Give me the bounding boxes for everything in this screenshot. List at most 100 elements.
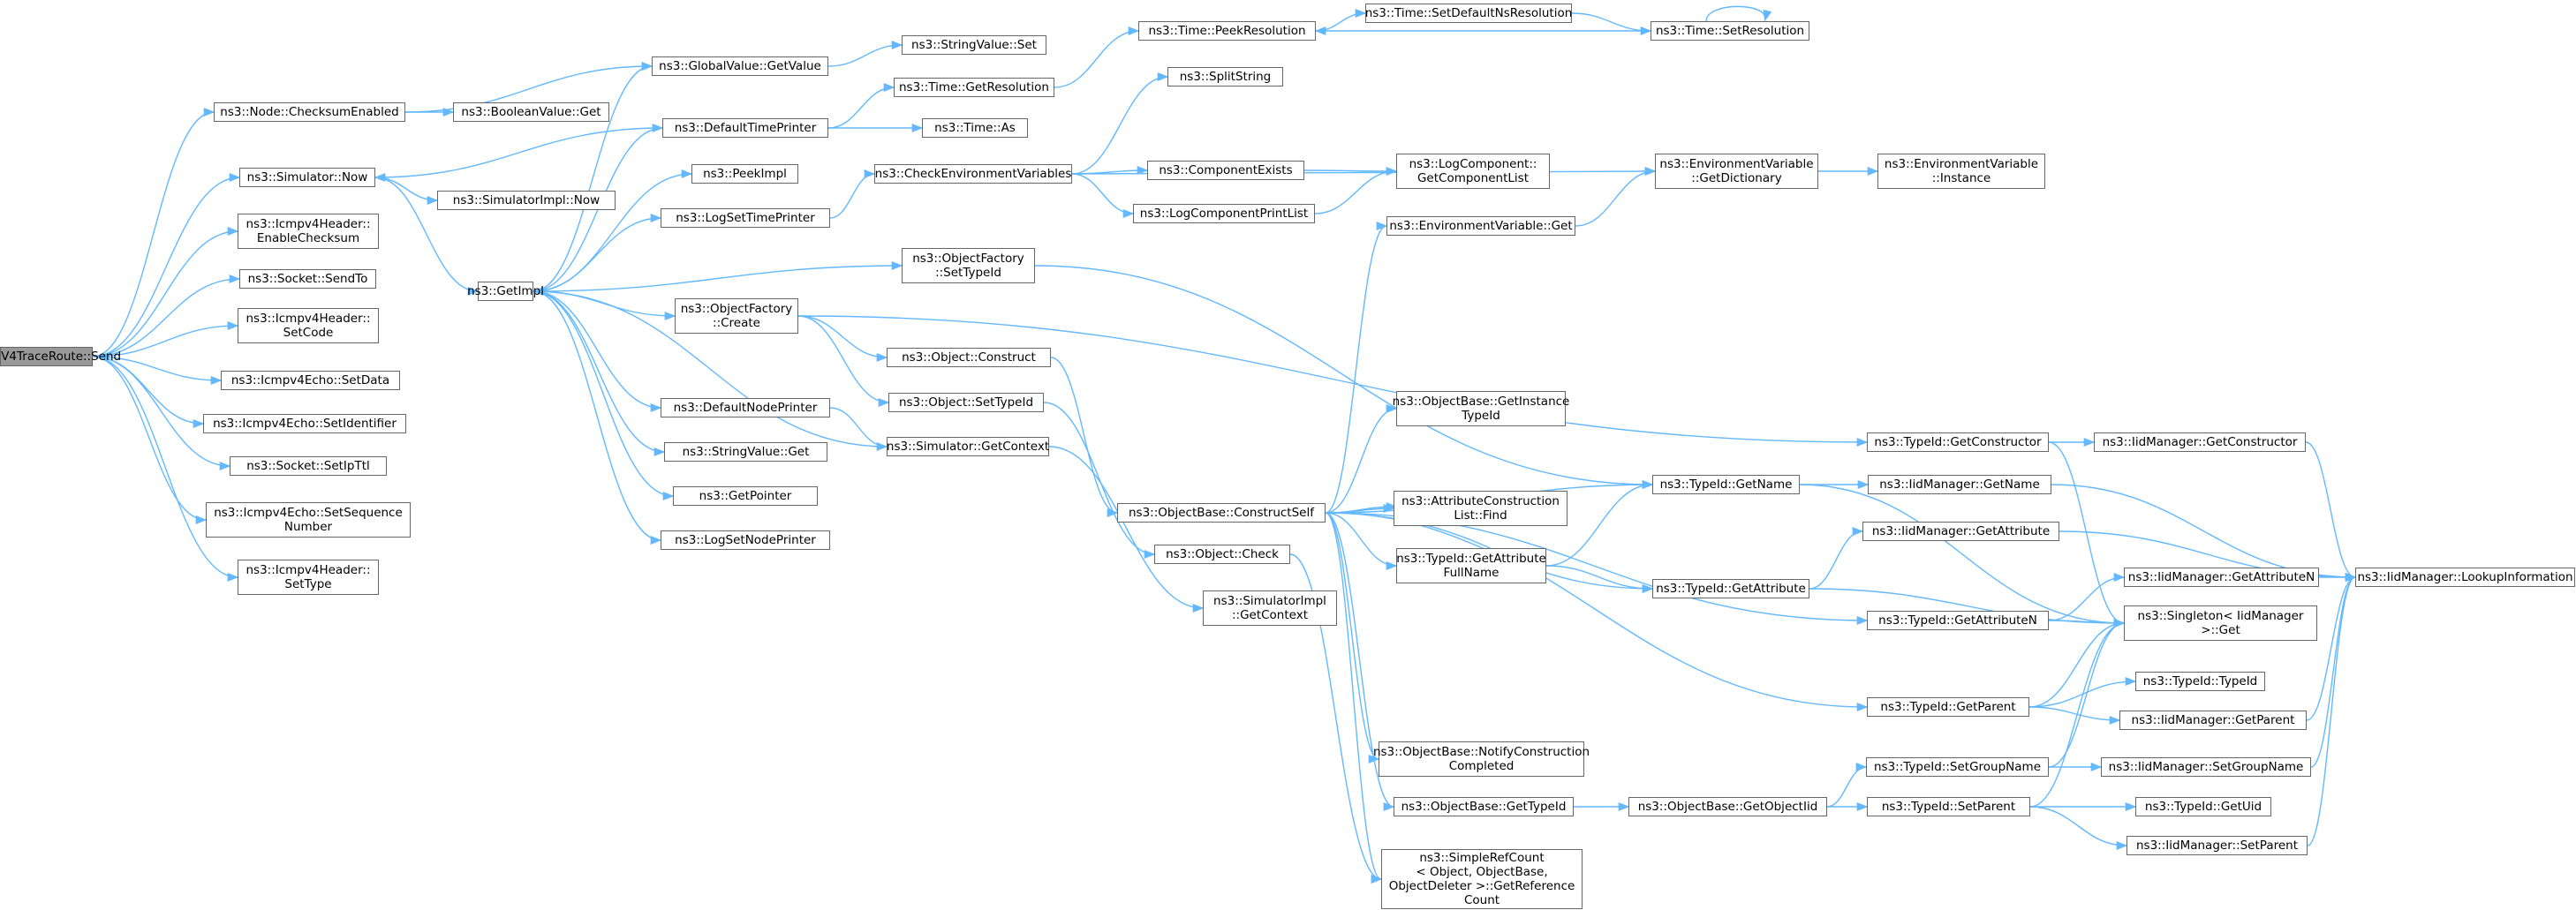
node-tidtid[interactable]: ns3::TypeId::TypeId [2135, 672, 2265, 691]
node-setident[interactable]: ns3::Icmpv4Echo::SetIdentifier [203, 414, 406, 433]
node-svset[interactable]: ns3::StringValue::Set [902, 35, 1046, 55]
node-imsetgroup[interactable]: ns3::IidManager::SetGroupName [2101, 757, 2311, 777]
edge-tidsetparent-to-imsetparent [2029, 806, 2128, 851]
edge-root-to-enck [92, 226, 239, 357]
node-tidgetattr[interactable]: ns3::TypeId::GetAttribute [1652, 579, 1809, 598]
node-srcgetref[interactable]: ns3::SimpleRefCount < Object, ObjectBase… [1381, 849, 1583, 909]
node-envinst[interactable]: ns3::EnvironmentVariable ::Instance [1877, 154, 2045, 189]
node-setcode[interactable]: ns3::Icmpv4Header:: SetCode [238, 308, 379, 343]
node-tidgetname[interactable]: ns3::TypeId::GetName [1652, 475, 1800, 494]
edge-ofcreate-to-objsettid [797, 315, 890, 408]
node-singleton[interactable]: ns3::Singleton< IidManager >::Get [2124, 605, 2317, 641]
edge-ofcreate-to-tidgetcons [797, 315, 1869, 447]
node-getptr[interactable]: ns3::GetPointer [673, 486, 818, 506]
node-label: ns3::IidManager::GetAttribute [1871, 524, 2051, 538]
node-tidgetattrn[interactable]: ns3::TypeId::GetAttributeN [1867, 611, 2049, 630]
node-acl[interactable]: ns3::AttributeConstruction List::Find [1394, 491, 1568, 526]
node-imlookup[interactable]: ns3::IidManager::LookupInformation [2355, 568, 2575, 587]
node-label: ns3::Icmpv4Header:: SetType [246, 563, 371, 591]
node-imgetparent[interactable]: ns3::IidManager::GetParent [2119, 711, 2307, 730]
edge-obgetoiid-to-tidsetgroup [1826, 762, 1868, 808]
edge-getimpl-to-getptr [533, 290, 675, 501]
node-obnotify[interactable]: ns3::ObjectBase::NotifyConstruction Comp… [1373, 741, 1590, 777]
node-obgettid[interactable]: ns3::ObjectBase::GetTypeId [1394, 797, 1574, 816]
edge-getimpl-to-svget [533, 290, 666, 457]
edge-root-to-setdata [92, 356, 223, 386]
node-compex[interactable]: ns3::ComponentExists [1147, 161, 1304, 180]
node-lcpl[interactable]: ns3::LogComponentPrintList [1133, 204, 1315, 223]
node-label: ns3::Icmpv4Header:: EnableChecksum [246, 217, 371, 245]
node-setipttl[interactable]: ns3::Socket::SetIpTtl [230, 456, 387, 476]
node-label: ns3::GetImpl [467, 284, 544, 298]
node-setres[interactable]: ns3::Time::SetResolution [1651, 21, 1809, 41]
node-imsetparent[interactable]: ns3::IidManager::SetParent [2127, 836, 2308, 855]
node-tidsetparent[interactable]: ns3::TypeId::SetParent [1867, 797, 2030, 816]
node-imgetattr[interactable]: ns3::IidManager::GetAttribute [1862, 522, 2059, 541]
node-setdata[interactable]: ns3::Icmpv4Echo::SetData [221, 371, 400, 390]
node-simgetctx[interactable]: ns3::Simulator::GetContext [887, 437, 1049, 456]
node-label: ns3::Simulator::GetContext [886, 440, 1050, 454]
node-tas[interactable]: ns3::Time::As [922, 118, 1028, 138]
node-envget[interactable]: ns3::EnvironmentVariable::Get [1386, 216, 1575, 236]
node-ofcreate[interactable]: ns3::ObjectFactory ::Create [675, 298, 798, 334]
node-obgetoiid[interactable]: ns3::ObjectBase::GetObjectIid [1628, 797, 1827, 816]
edge-imsetparent-to-imlookup [2307, 573, 2357, 846]
edge-obcself-to-envget [1325, 222, 1388, 514]
edge-tidgetparent-to-imgetparent [2028, 706, 2121, 726]
node-obcself[interactable]: ns3::ObjectBase::ConstructSelf [1117, 503, 1326, 523]
node-label: ns3::Icmpv4Echo::SetIdentifier [213, 417, 397, 431]
node-tgetres[interactable]: ns3::Time::GetResolution [894, 78, 1054, 97]
node-svget[interactable]: ns3::StringValue::Get [664, 442, 827, 462]
node-dnp[interactable]: ns3::DefaultNodePrinter [661, 398, 830, 417]
node-lsnp[interactable]: ns3::LogSetNodePrinter [661, 530, 830, 550]
node-dtp[interactable]: ns3::DefaultTimePrinter [662, 118, 828, 138]
node-label: ns3::IidManager::LookupInformation [2357, 570, 2573, 584]
edge-checkenv-to-split [1071, 71, 1169, 175]
node-label: ns3::TypeId::GetAttribute [1656, 582, 1806, 596]
node-setseq[interactable]: ns3::Icmpv4Echo::SetSequence Number [206, 502, 411, 538]
node-lstp[interactable]: ns3::LogSetTimePrinter [661, 208, 830, 228]
node-split[interactable]: ns3::SplitString [1167, 67, 1283, 86]
node-obgetinst[interactable]: ns3::ObjectBase::GetInstance TypeId [1393, 391, 1569, 426]
node-envdict[interactable]: ns3::EnvironmentVariable ::GetDictionary [1655, 154, 1818, 189]
node-bvget[interactable]: ns3::BooleanValue::Get [453, 102, 609, 122]
node-objcons[interactable]: ns3::Object::Construct [887, 348, 1051, 367]
node-lcgcl[interactable]: ns3::LogComponent:: GetComponentList [1396, 154, 1550, 189]
node-imgetname[interactable]: ns3::IidManager::GetName [1868, 475, 2051, 494]
node-tidsetgroup[interactable]: ns3::TypeId::SetGroupName [1866, 757, 2049, 777]
node-peekimpl[interactable]: ns3::PeekImpl [691, 164, 798, 184]
edge-tidgafn-to-tidgetattr [1545, 565, 1654, 594]
node-imgetcons[interactable]: ns3::IidManager::GetConstructor [2094, 432, 2306, 452]
node-label: ns3::Object::Check [1166, 547, 1279, 561]
node-sendto[interactable]: ns3::Socket::SendTo [239, 269, 376, 289]
node-gvget[interactable]: ns3::GlobalValue::GetValue [652, 56, 828, 76]
node-tidgetuid[interactable]: ns3::TypeId::GetUid [2135, 797, 2271, 816]
node-simimplctx[interactable]: ns3::SimulatorImpl ::GetContext [1203, 590, 1337, 626]
edge-getimpl-to-ofsettid [533, 260, 903, 292]
node-tidgafn[interactable]: ns3::TypeId::GetAttribute FullName [1396, 548, 1546, 583]
edge-root-to-setseq [92, 356, 208, 525]
edge-obcself-to-srcgetref [1325, 512, 1383, 884]
node-getimpl[interactable]: ns3::GetImpl [467, 282, 544, 301]
node-checkenv[interactable]: ns3::CheckEnvironmentVariables [874, 164, 1072, 184]
edge-simgetctx-to-simimplctx [1048, 446, 1205, 613]
node-imgetattrn[interactable]: ns3::IidManager::GetAttributeN [2124, 568, 2319, 587]
node-objsettid[interactable]: ns3::Object::SetTypeId [888, 393, 1044, 412]
node-enck[interactable]: ns3::Icmpv4Header:: EnableChecksum [238, 214, 379, 249]
node-root[interactable]: ns3::V4TraceRoute::Send [0, 347, 121, 366]
node-setdef[interactable]: ns3::Time::SetDefaultNsResolution [1365, 4, 1572, 23]
node-label: ns3::Icmpv4Echo::SetData [230, 373, 390, 387]
node-simimplnow[interactable]: ns3::SimulatorImpl::Now [437, 191, 616, 210]
node-settype[interactable]: ns3::Icmpv4Header:: SetType [238, 560, 379, 595]
node-peekres[interactable]: ns3::Time::PeekResolution [1138, 21, 1316, 41]
node-label: ns3::Object::Construct [902, 350, 1036, 365]
edge-gvget-to-svset [827, 40, 903, 67]
node-objcheck[interactable]: ns3::Object::Check [1154, 545, 1290, 564]
node-ck[interactable]: ns3::Node::ChecksumEnabled [214, 102, 405, 122]
node-simnow[interactable]: ns3::Simulator::Now [239, 168, 375, 187]
node-tidgetcons[interactable]: ns3::TypeId::GetConstructor [1867, 432, 2049, 452]
node-tidgetparent[interactable]: ns3::TypeId::GetParent [1867, 697, 2029, 717]
node-ofsettid[interactable]: ns3::ObjectFactory ::SetTypeId [902, 248, 1035, 283]
node-label: ns3::TypeId::GetAttribute FullName [1396, 552, 1546, 580]
edge-root-to-setident [92, 356, 205, 429]
